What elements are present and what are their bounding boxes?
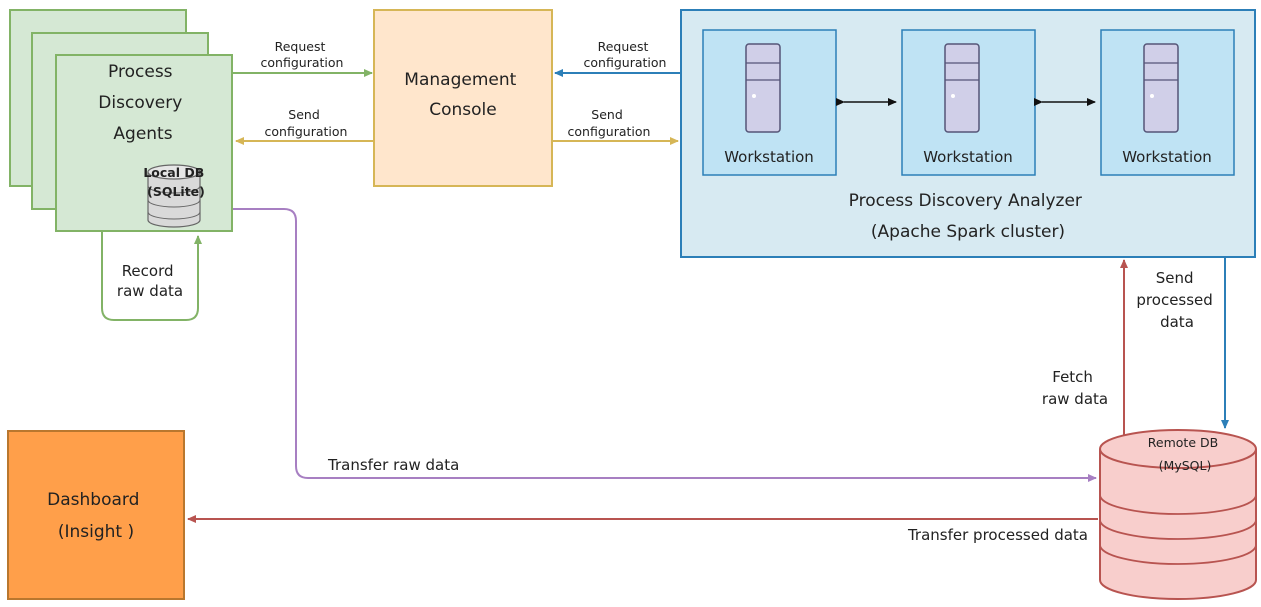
fetch-raw-data-label: Fetch raw data [1042,368,1108,408]
server-icon [944,43,980,133]
record-raw-data-label: Record raw data [117,262,183,300]
management-console-title: Management Console [404,70,521,120]
workstation-label: Workstation [923,148,1013,166]
transfer-raw-data-label: Transfer raw data [327,456,459,474]
transfer-processed-data-label: Transfer processed data [907,526,1088,544]
agents-title: Process Discovery Agents [98,62,187,144]
remote-db-label: Remote DB (MySQL) [1148,435,1222,473]
agents-stack: Process Discovery Agents [9,9,233,232]
agent-card-front [55,54,233,232]
workstation-label: Workstation [1122,148,1212,166]
local-db-cylinder: Local DB (SQLite) [143,164,208,228]
workstation-label: Workstation [724,148,814,166]
analyzer-title: Process Discovery Analyzer (Apache Spark… [849,191,1088,242]
agents-send-config-label: Send configuration [265,107,348,139]
analyzer-request-config-label: Request configuration [584,39,667,70]
dashboard-box [7,430,185,600]
local-db-label: Local DB (SQLite) [143,165,208,199]
management-console-box [373,9,553,187]
workstation-node: Workstation [901,29,1036,176]
record-raw-data-loop [101,232,202,321]
agents-request-config-label: Request configuration [261,39,344,70]
transfer-raw-data-arrow [233,208,1097,482]
server-icon [745,43,781,133]
analyzer-send-config-label: Send configuration [568,107,651,139]
workstation-node: Workstation [1100,29,1235,176]
dashboard-title: Dashboard (Insight ) [47,490,145,542]
server-icon [1143,43,1179,133]
send-processed-data-label: Send processed data [1136,269,1217,331]
workstation-node: Workstation [702,29,837,176]
remote-db-cylinder: Remote DB (MySQL) [1099,429,1257,600]
